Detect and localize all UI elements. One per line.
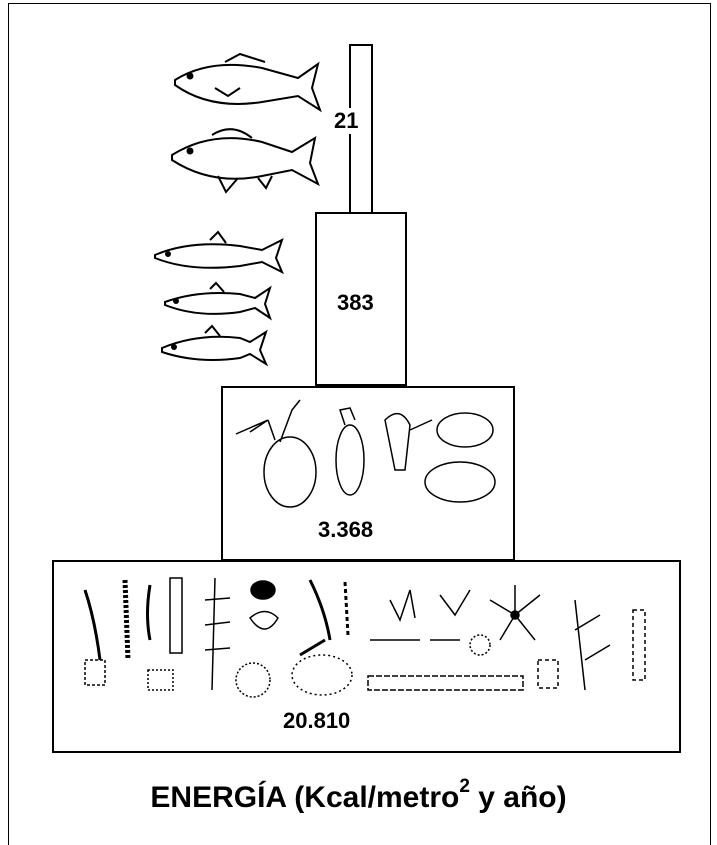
- phytoplankton-icon: [85, 578, 645, 697]
- zooplankton-icon: [336, 408, 364, 495]
- caption-superscript: 2: [459, 776, 470, 797]
- caption-tail: y año): [470, 781, 567, 814]
- zooplankton-icon: [385, 414, 432, 470]
- caption: ENERGÍA (Kcal/metro2 y año): [0, 780, 717, 815]
- zooplankton-icon: [236, 400, 316, 507]
- caption-main: ENERGÍA (Kcal/metro: [150, 781, 459, 814]
- zooplankton-icon: [425, 413, 495, 502]
